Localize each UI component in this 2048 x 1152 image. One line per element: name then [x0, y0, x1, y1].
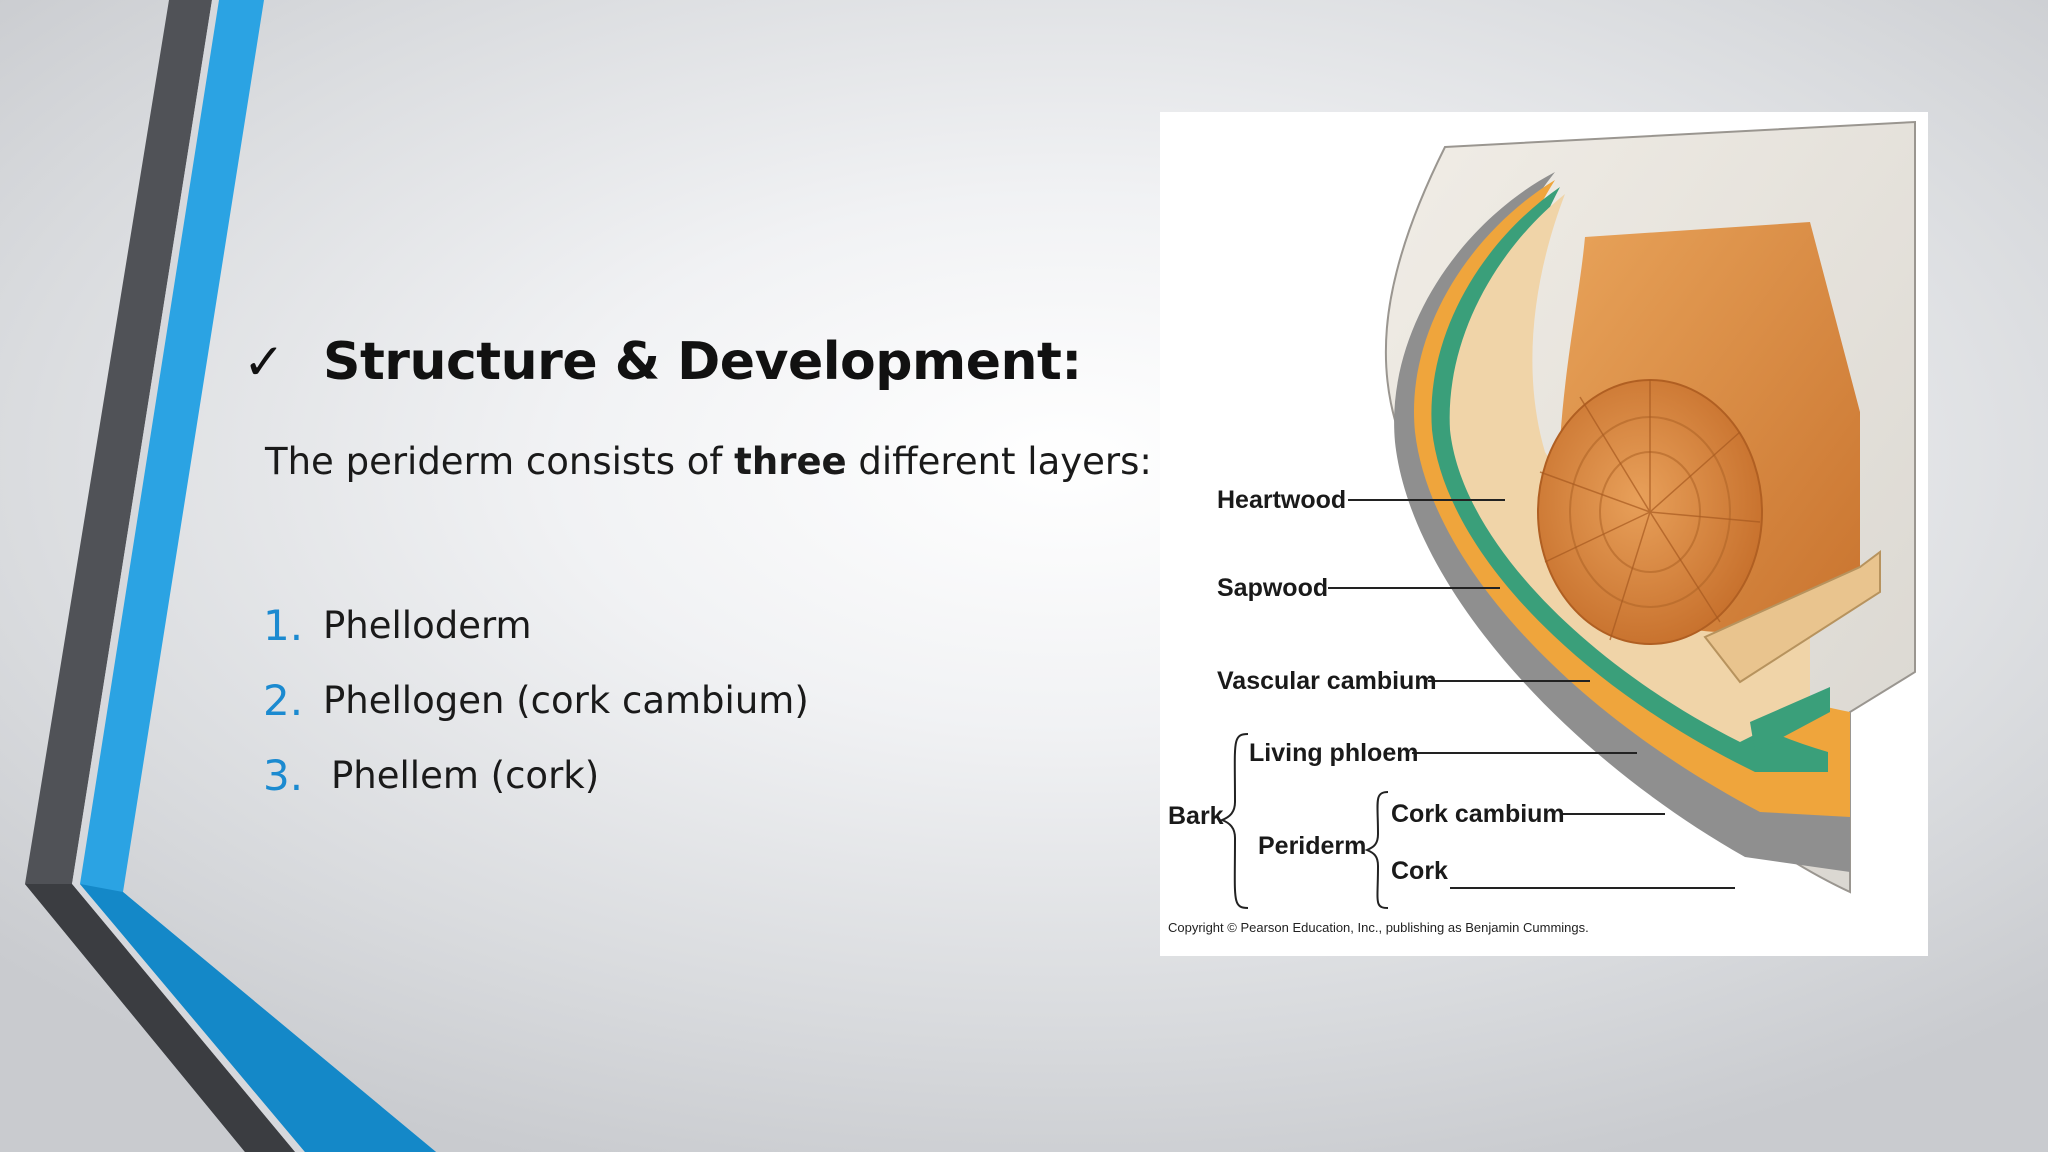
label-cork-cambium: Cork cambium: [1391, 800, 1565, 828]
cambium-tab: [1750, 687, 1830, 752]
list-label: Phellogen (cork cambium): [323, 679, 809, 722]
list-item: 1. Phelloderm: [263, 588, 809, 663]
label-bark: Bark: [1168, 802, 1224, 830]
checkmark-icon: ✓: [243, 333, 285, 391]
sapwood-tab: [1703, 550, 1881, 684]
list-item: 3. Phellem (cork): [263, 738, 809, 813]
label-living-phloem: Living phloem: [1249, 739, 1419, 767]
intro-bold: three: [734, 440, 847, 483]
list-item: 2. Phellogen (cork cambium): [263, 663, 809, 738]
list-number: 3.: [263, 751, 304, 800]
periderm-brace: [1364, 791, 1389, 909]
list-number: 1.: [263, 601, 304, 650]
intro-after: different layers:: [846, 440, 1152, 483]
intro-before: The periderm consists of: [265, 440, 735, 483]
bottom-blue-wedge: [80, 884, 436, 1152]
bark-brace: [1219, 733, 1249, 909]
label-heartwood: Heartwood: [1217, 486, 1347, 514]
slide-heading: ✓ Structure & Development:: [243, 322, 1082, 402]
intro-text: The periderm consists of three different…: [265, 440, 1152, 483]
left-dark-stripe: [25, 0, 295, 1152]
list-label: Phellem (cork): [331, 754, 600, 797]
copyright-notice: Copyright © Pearson Education, Inc., pub…: [1168, 920, 1589, 935]
label-sapwood: Sapwood: [1217, 574, 1329, 602]
layers-list: 1.Phelloderm 2.Phellogen (cork cambium) …: [263, 588, 809, 813]
list-label: Phelloderm: [323, 604, 532, 647]
woody-stem-diagram: Heartwood Sapwood Vascular cambium Livin…: [1160, 112, 1928, 956]
leader-lines: [1328, 499, 1735, 889]
list-number: 2.: [263, 676, 304, 725]
page-title: Structure & Development:: [323, 332, 1082, 392]
stem-illustration: [1219, 120, 1916, 909]
left-blue-stripe: [80, 0, 436, 1152]
label-periderm: Periderm: [1258, 832, 1367, 860]
label-vascular-cambium: Vascular cambium: [1217, 667, 1437, 695]
label-cork: Cork: [1391, 857, 1448, 885]
wood-rays: [1539, 380, 1761, 641]
bottom-dark-wedge: [25, 884, 295, 1152]
